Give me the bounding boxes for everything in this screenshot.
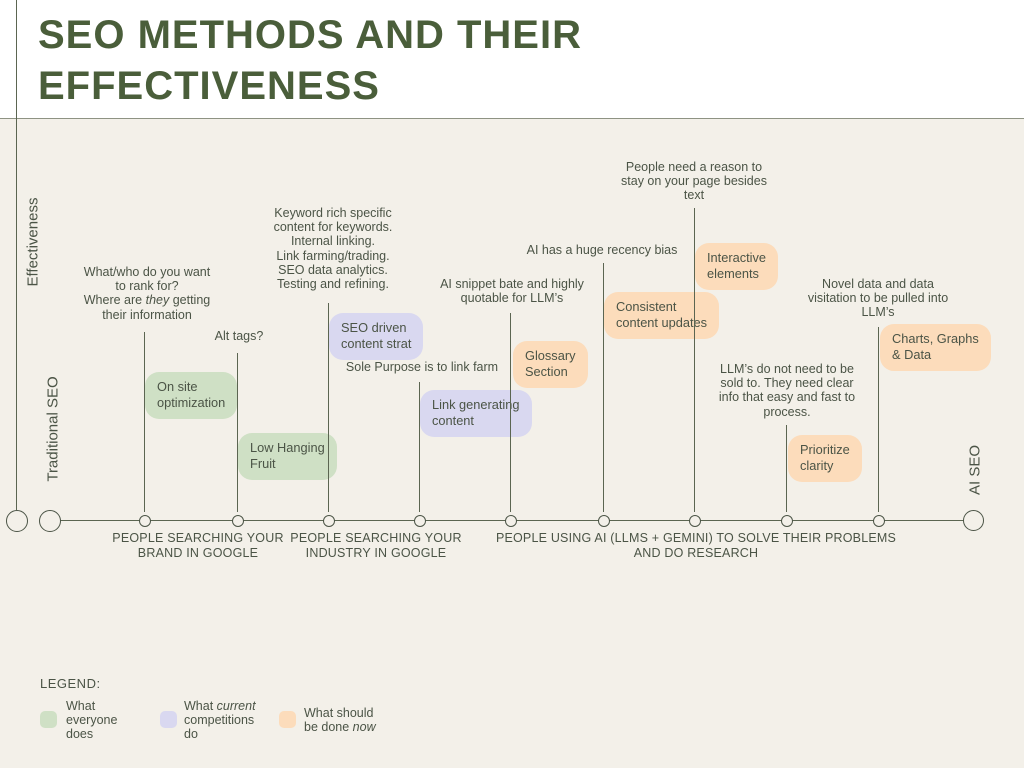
milestone-line [878, 327, 879, 512]
timeline-node [689, 515, 701, 527]
timeline-node [873, 515, 885, 527]
milestone-line [603, 263, 604, 512]
timeline-node [232, 515, 244, 527]
milestone-line [510, 313, 511, 512]
legend-title: LEGEND: [40, 676, 101, 691]
timeline-node [139, 515, 151, 527]
effectiveness-axis-line [16, 0, 17, 510]
legend-swatch-green [40, 711, 57, 728]
axis-origin-circle [6, 510, 28, 532]
timeline-end-circle [963, 510, 984, 531]
legend-swatch-purple [160, 711, 177, 728]
traditional-seo-label: Traditional SEO [44, 376, 62, 482]
timeline-node [414, 515, 426, 527]
milestone-line [786, 425, 787, 512]
milestone-annotation: Sole Purpose is to link farm [345, 360, 499, 374]
legend-swatch-orange [279, 711, 296, 728]
milestone-annotation: Alt tags? [214, 329, 264, 343]
effectiveness-axis-label: Effectiveness [24, 197, 42, 287]
milestone-box: Charts, Graphs& Data [880, 324, 991, 371]
timeline-start-circle [39, 510, 61, 532]
timeline-node [505, 515, 517, 527]
milestone-line [328, 303, 329, 512]
milestone-line [144, 332, 145, 512]
timeline-node [598, 515, 610, 527]
milestone-line [419, 382, 420, 512]
timeline-node [323, 515, 335, 527]
milestone-annotation: AI has a huge recency bias [526, 243, 678, 257]
milestone-line [237, 353, 238, 512]
ai-seo-label: AI SEO [966, 444, 984, 496]
timeline-node [781, 515, 793, 527]
segment-label-ai-search: PEOPLE USING AI (LLMS + GEMINI) TO SOLVE… [495, 531, 897, 560]
milestone-line [694, 208, 695, 512]
